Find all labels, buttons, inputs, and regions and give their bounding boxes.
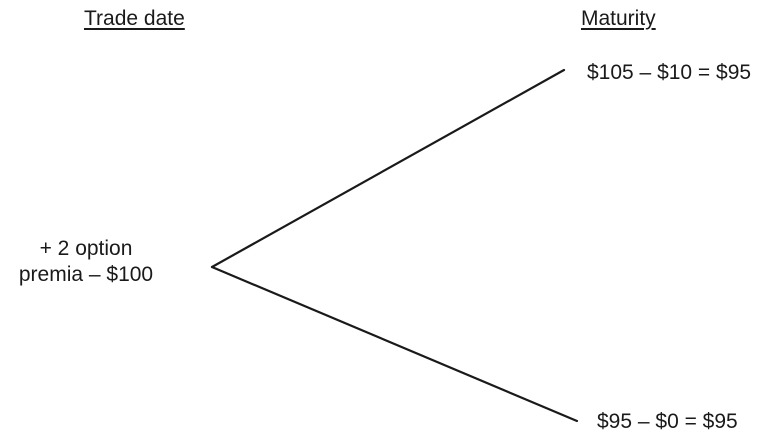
trade-date-node-line-1: + 2 option: [39, 237, 133, 260]
maturity-up-outcome: $105 – $10 = $95: [587, 61, 752, 84]
trade-date-header: Trade date: [84, 7, 185, 30]
trade-date-node-label: + 2 option premia – $100: [0, 236, 172, 288]
up-branch-line: [210, 68, 566, 269]
trade-date-node-line-2: premia – $100: [18, 263, 154, 286]
down-branch-line: [210, 265, 579, 423]
maturity-header: Maturity: [581, 7, 656, 30]
maturity-down-outcome: $95 – $0 = $95: [597, 410, 738, 433]
